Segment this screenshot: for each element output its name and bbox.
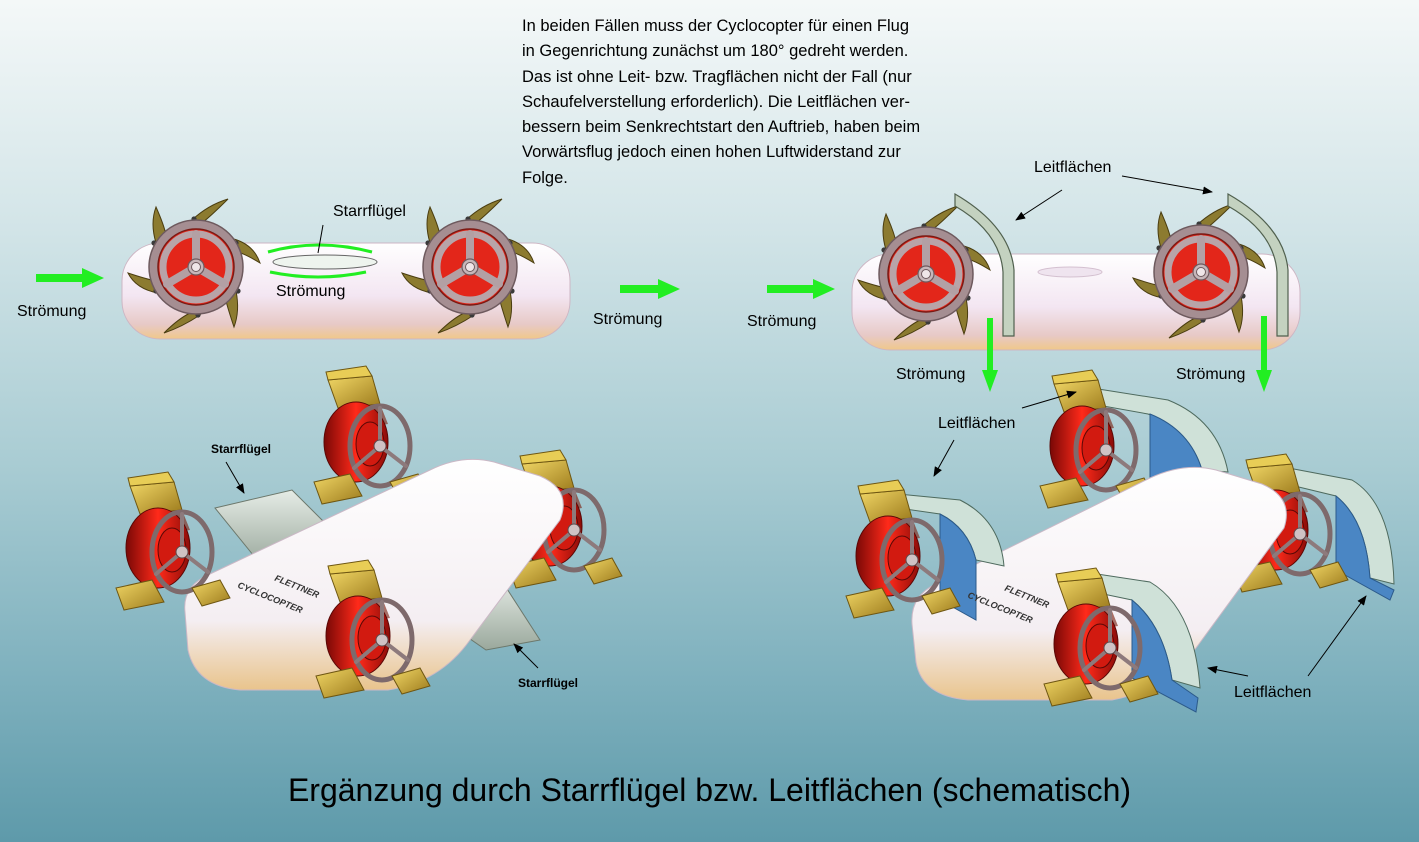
guide-vane-side-1 (954, 192, 1015, 337)
fuselage-window (1037, 266, 1103, 278)
fixed-wing-profile (272, 254, 378, 270)
guide-vane-pointer-2 (1121, 175, 1213, 195)
page-title: Ergänzung durch Starrflügel bzw. Leitflä… (287, 772, 1132, 808)
guide-vane-3d-pointer-1 (933, 439, 955, 477)
fixed-wing-label-3d-2: Starrflügel (518, 676, 579, 690)
flow-arrow-right-in (767, 279, 835, 299)
flow-label-3: Strömung (593, 311, 663, 328)
flow-label-2: Strömung (276, 283, 346, 300)
description-text: In beiden Fällen muss der Cyclocopter fü… (522, 17, 921, 187)
guide-vane-3d-back-2-face (1335, 494, 1395, 601)
flow-arrow-down-2 (1256, 316, 1272, 392)
rotor3d-left-front-1 (116, 472, 230, 610)
fixed-wing-3d-pointer-2 (513, 643, 539, 669)
guide-vanes-label-3: Leitflächen (1234, 684, 1312, 701)
flow-label-1: Strömung (17, 303, 87, 320)
guide-vanes-label-2: Leitflächen (938, 415, 1016, 432)
guide-vane-pointer-1 (1015, 189, 1063, 221)
flow-arrow-down-1 (982, 318, 998, 392)
flow-label-6: Strömung (1176, 366, 1246, 383)
guide-vane-3d-pointer-3 (1207, 665, 1249, 677)
guide-vanes-label-1: Leitflächen (1034, 159, 1112, 176)
3d-view-guide-vanes (846, 370, 1395, 713)
fixed-wing-label: Starrflügel (333, 203, 406, 220)
fixed-wing-pointer (317, 224, 324, 254)
guide-vane-3d-pointer-2 (1021, 390, 1077, 409)
flow-arrow-left-in (36, 268, 104, 288)
flow-label-5: Strömung (896, 366, 966, 383)
side-view-fixed-wing (36, 199, 680, 340)
fixed-wing-label-3d-1: Starrflügel (211, 442, 272, 456)
flow-label-4: Strömung (747, 313, 817, 330)
fixed-wing-3d-pointer-1 (225, 461, 245, 494)
flow-line-lower (269, 270, 367, 279)
guide-vane-3d-pointer-4 (1307, 595, 1367, 677)
flow-arrow-left-out (620, 279, 680, 299)
side-view-guide-vanes (767, 175, 1301, 392)
guide-vane-side-2 (1227, 192, 1289, 337)
3d-view-fixed-wings (116, 366, 622, 698)
